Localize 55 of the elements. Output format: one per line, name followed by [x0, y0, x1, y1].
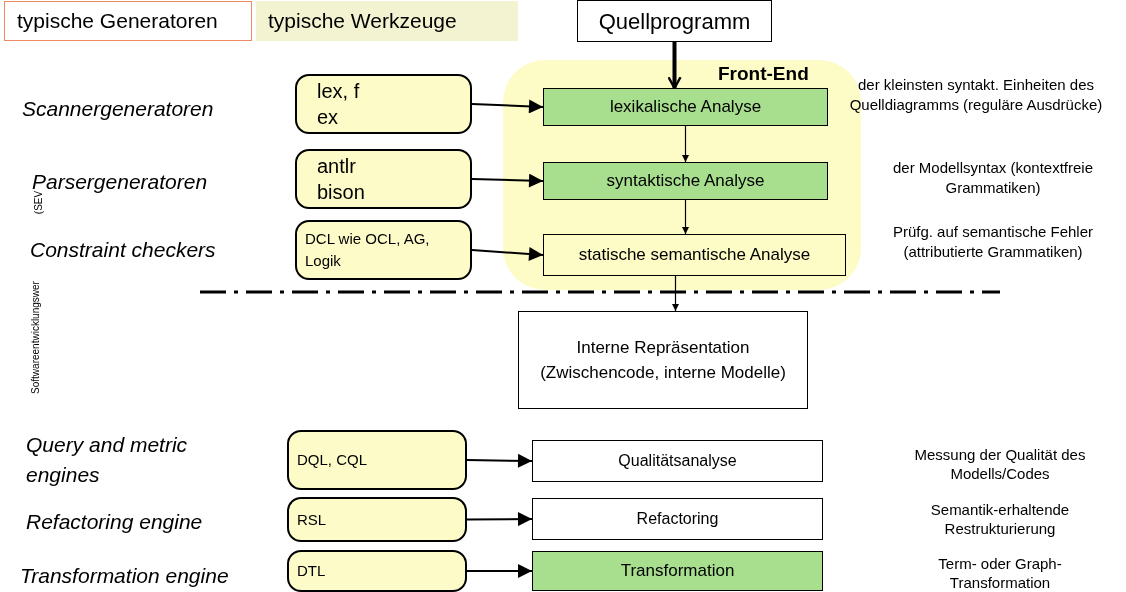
node-text: DCL wie OCL, AG, Logik [305, 229, 431, 271]
node-text: lexikalische Analyse [609, 96, 762, 119]
node-text: DTL [297, 561, 326, 581]
tool-box [295, 74, 472, 134]
label-text: Query and metric engines [26, 432, 189, 488]
header-box [4, 1, 252, 41]
label-text: Scannergeneratoren [22, 96, 215, 122]
tool-box [287, 550, 467, 592]
arrow [471, 247, 544, 261]
label-text: Transformation engine [20, 563, 230, 589]
source-box [577, 0, 772, 42]
node-text: Quellprogramm [598, 7, 751, 36]
tool-box [295, 149, 472, 209]
arrow [667, 42, 682, 90]
node-text: DQL, CQL [297, 450, 368, 470]
label-text: Constraint checkers [30, 237, 217, 263]
arrow [471, 99, 544, 114]
process-box [543, 162, 828, 200]
tool-box [295, 220, 472, 280]
node-text: Interne Repräsentation (Zwischencode, interne Modelle) [539, 337, 787, 384]
process-box [543, 234, 846, 276]
node-text: Refactoring [636, 509, 719, 529]
label-text: der Modellsyntax (kontextfreie Grammatiken) [891, 158, 1095, 198]
label-text: Messung der Qualität des Modells/Codes [913, 445, 1087, 483]
arrow [682, 199, 689, 235]
tool-box [287, 430, 467, 490]
tool-box [287, 497, 467, 542]
process-box [518, 311, 808, 409]
process-box [532, 440, 823, 482]
arrow [672, 275, 679, 312]
node-text: RSL [297, 509, 327, 530]
node-text: antlr bison [317, 154, 366, 205]
arrow [466, 453, 533, 468]
label-text: Prüfg. auf semantische Fehler (attributierte Grammatiken) [891, 222, 1095, 262]
vertical-note: Softwareentwicklungswer [28, 280, 42, 396]
node-text: Transformation [620, 560, 735, 583]
label-text: Term- oder Graph-Transformation [937, 554, 1063, 592]
node-text: statische semantische Analyse [578, 244, 811, 267]
label-text: Refactoring engine [26, 509, 204, 535]
node-text: typische Werkzeuge [268, 8, 457, 35]
node-text: Front-End [718, 62, 809, 86]
header-box [256, 1, 518, 41]
node-text: typische Generatoren [17, 8, 218, 35]
arrow [466, 564, 533, 578]
process-box [532, 498, 823, 540]
arrow [466, 512, 533, 527]
node-text: syntaktische Analyse [606, 170, 765, 193]
arrow [682, 125, 689, 163]
node-text: Qualitätsanalyse [618, 451, 737, 471]
process-box [543, 88, 828, 126]
node-text: lex, f ex [317, 79, 361, 130]
label-text: Semantik-erhaltende Restrukturierung [929, 500, 1071, 538]
label-text: der kleinsten syntakt. Einheiten des Quelldiagramms (reguläre Ausdrücke) [848, 75, 1104, 115]
process-box [532, 551, 823, 591]
arrow [471, 173, 544, 188]
